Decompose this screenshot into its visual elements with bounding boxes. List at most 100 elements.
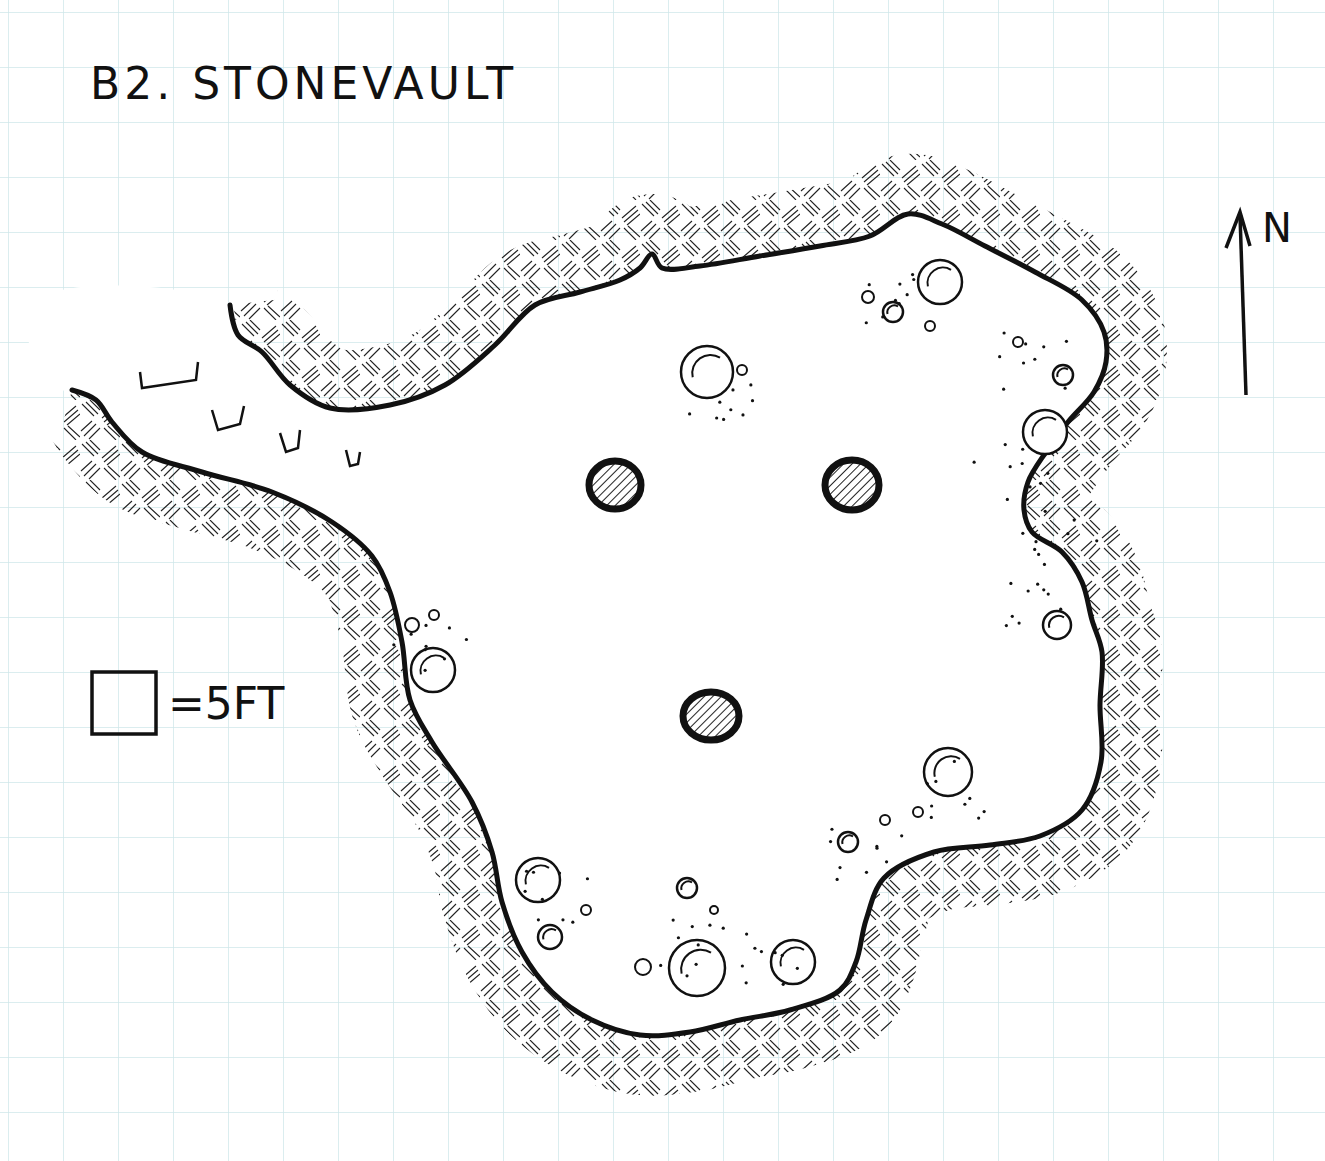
boulder (635, 959, 651, 975)
boulder (925, 321, 935, 331)
gravel-dot (885, 860, 888, 863)
gravel-dot (1002, 388, 1005, 391)
gravel-dot (749, 383, 752, 386)
gravel-dot (1044, 510, 1047, 513)
boulder (862, 291, 874, 303)
gravel-dot (688, 412, 691, 415)
scale-square (92, 672, 156, 734)
gravel-dot (1024, 342, 1027, 345)
gravel-dot (894, 299, 897, 302)
gravel-dot (751, 399, 754, 402)
boulder (771, 940, 815, 984)
gravel-dot (561, 918, 564, 921)
gravel-dot (796, 967, 799, 970)
gravel-dot (963, 803, 966, 806)
boulder (681, 346, 733, 398)
map-title: B2. STONEVAULT (90, 62, 517, 106)
gravel-dot (715, 416, 718, 419)
gravel-dot (1033, 548, 1036, 551)
gravel-dot (1042, 588, 1045, 591)
gravel-dot (448, 626, 451, 629)
gravel-dot (1017, 621, 1020, 624)
gravel-dot (953, 760, 956, 763)
boulder (1043, 611, 1071, 639)
gravel-dot (741, 413, 744, 416)
gravel-dot (722, 418, 725, 421)
gravel-dot (838, 866, 841, 869)
gravel-dot (977, 817, 980, 820)
boulder (1023, 410, 1067, 454)
gravel-dot (1037, 553, 1040, 556)
gravel-dot (410, 633, 413, 636)
boulder (710, 906, 718, 914)
gravel-dot (532, 871, 535, 874)
gravel-dot (900, 834, 903, 837)
gravel-dot (868, 283, 871, 286)
gravel-dot (1027, 589, 1030, 592)
gravel-dot (708, 924, 711, 927)
gravel-dot (1047, 593, 1050, 596)
gravel-dot (760, 950, 763, 953)
gravel-dot (1022, 361, 1025, 364)
gravel-dot (1002, 331, 1005, 334)
boulder (538, 925, 562, 949)
gravel-dot (1021, 462, 1024, 465)
gravel-dot (537, 918, 540, 921)
boulder (913, 807, 923, 817)
gravel-dot (829, 840, 832, 843)
gravel-dot (424, 624, 427, 627)
boulder (429, 610, 439, 620)
gravel-dot (586, 877, 589, 880)
gravel-dot (1066, 532, 1069, 535)
gravel-dot (774, 951, 777, 954)
gravel-dot (1036, 583, 1039, 586)
gravel-dot (558, 872, 561, 875)
gravel-dot (1006, 498, 1009, 501)
gravel-dot (898, 302, 901, 305)
gravel-dot (1004, 443, 1007, 446)
boulder (516, 858, 560, 902)
gravel-dot (1021, 532, 1024, 535)
gravel-dot (443, 657, 446, 660)
gravel-dot (912, 278, 915, 281)
gravel-dot (677, 936, 680, 939)
boulder (1053, 365, 1073, 385)
boulder (677, 878, 697, 898)
boulder (1013, 337, 1023, 347)
boulder (918, 260, 962, 304)
north-arrow (1226, 212, 1250, 395)
compass-letter: N (1262, 208, 1292, 248)
gravel-dot (685, 974, 688, 977)
gravel-dot (729, 408, 732, 411)
gravel-dot (781, 954, 784, 957)
gravel-dot (934, 780, 937, 783)
cave-wall (72, 214, 1107, 1036)
boulder (405, 618, 419, 632)
gravel-dot (865, 871, 868, 874)
gravel-dot (392, 643, 395, 646)
gravel-dot (691, 925, 694, 928)
gravel-dot (911, 273, 914, 276)
gravel-dot (1039, 482, 1042, 485)
boulder (737, 365, 747, 375)
gravel-dot (1009, 582, 1012, 585)
gravel-dot (875, 847, 878, 850)
gravel-dot (1073, 519, 1076, 522)
gravel-dot (571, 921, 574, 924)
gravel-dot (930, 816, 933, 819)
gravel-dot (659, 964, 662, 967)
cave-floor (29, 214, 1107, 1036)
gravel-dot (424, 645, 427, 648)
gravel-dot (1028, 485, 1031, 488)
gravel-dot (973, 461, 976, 464)
gravel-dot (1042, 345, 1045, 348)
gravel-dot (836, 878, 839, 881)
gravel-dot (998, 355, 1001, 358)
gravel-dot (1065, 340, 1068, 343)
gravel-dot (865, 321, 868, 324)
gravel-dot (898, 283, 901, 286)
gravel-dot (968, 797, 971, 800)
